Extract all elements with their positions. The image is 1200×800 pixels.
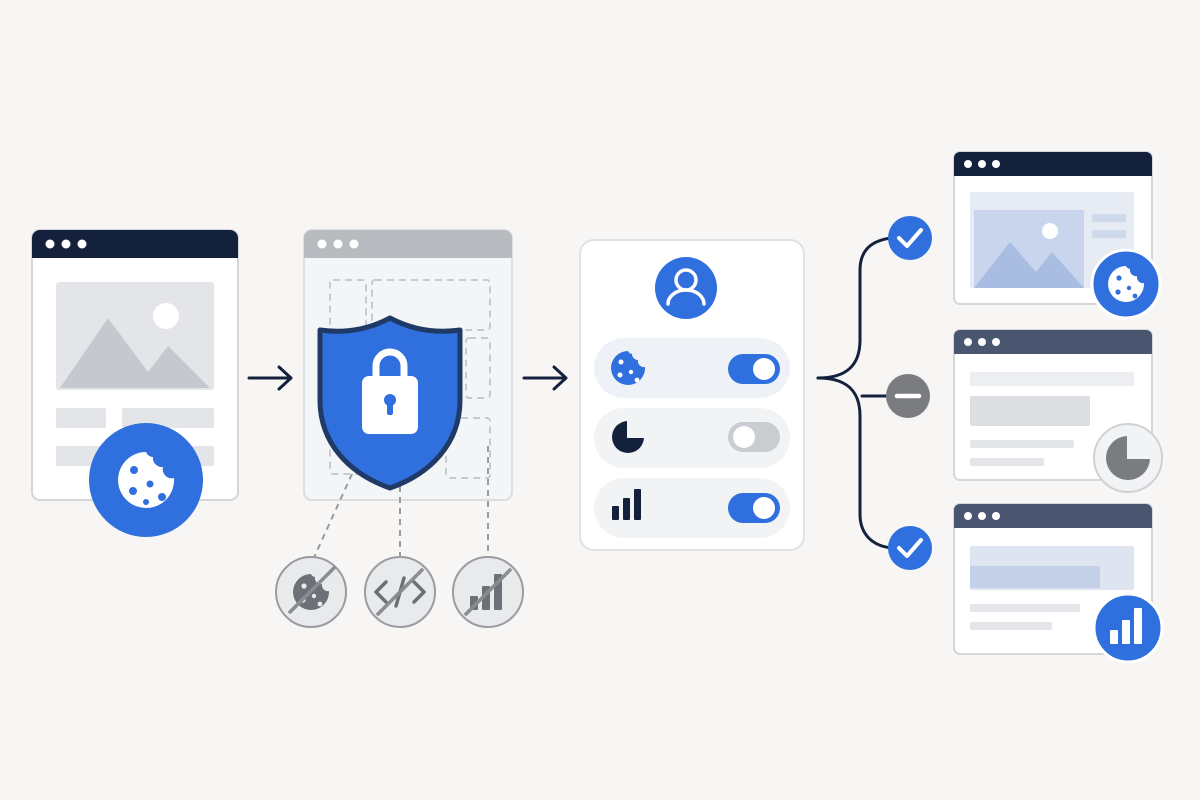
- pie-chart-icon: [612, 419, 646, 453]
- outcome-window-performance: [953, 503, 1164, 664]
- window-dots-icon: [317, 239, 359, 249]
- outcome-window-cookies: [953, 151, 1162, 320]
- shield-icon: [317, 315, 463, 491]
- branch-connector: [816, 236, 894, 550]
- check-icon: [897, 538, 923, 558]
- pie-chart-badge: [1093, 423, 1163, 493]
- status-allowed: [888, 216, 932, 260]
- flow-arrow: [522, 365, 568, 391]
- blocked-analytics-badge: [452, 556, 524, 628]
- flow-arrow: [247, 365, 293, 391]
- check-icon: [897, 228, 923, 248]
- window-dots-icon: [964, 338, 1000, 346]
- content-block: [122, 408, 214, 428]
- window-dots-icon: [45, 239, 87, 249]
- blocked-connectors: [311, 446, 489, 563]
- analytics-toggle-switch[interactable]: [728, 422, 780, 452]
- cookie-icon: [1108, 266, 1145, 302]
- bar-chart-icon: [612, 489, 641, 520]
- status-allowed: [888, 526, 932, 570]
- bar-chart-icon: [1110, 608, 1142, 644]
- toggle-row-analytics[interactable]: [594, 408, 790, 468]
- cookie-icon: [118, 452, 175, 508]
- cookie-badge: [1090, 248, 1162, 320]
- user-avatar-icon: [655, 257, 717, 319]
- pie-chart-icon: [1106, 434, 1152, 480]
- toggle-row-performance[interactable]: [594, 478, 790, 538]
- lock-icon: [362, 348, 418, 434]
- website-window: [31, 229, 239, 537]
- cookie-badge: [89, 423, 203, 537]
- window-dots-icon: [964, 512, 1000, 520]
- window-dots-icon: [964, 160, 1000, 168]
- blocked-cookie-badge: [275, 556, 347, 628]
- blocked-code-badge: [364, 556, 436, 628]
- image-placeholder-icon: [56, 282, 214, 390]
- cookies-toggle-switch[interactable]: [728, 354, 780, 384]
- content-block: [56, 408, 106, 428]
- performance-toggle-switch[interactable]: [728, 493, 780, 523]
- status-blocked: [886, 374, 930, 418]
- blocked-website-window: [303, 229, 513, 563]
- cookie-icon: [611, 351, 646, 385]
- bar-chart-badge: [1092, 592, 1164, 664]
- outcome-window-analytics: [953, 329, 1163, 493]
- consent-preferences-panel: [579, 239, 805, 551]
- toggle-row-cookies[interactable]: [594, 338, 790, 398]
